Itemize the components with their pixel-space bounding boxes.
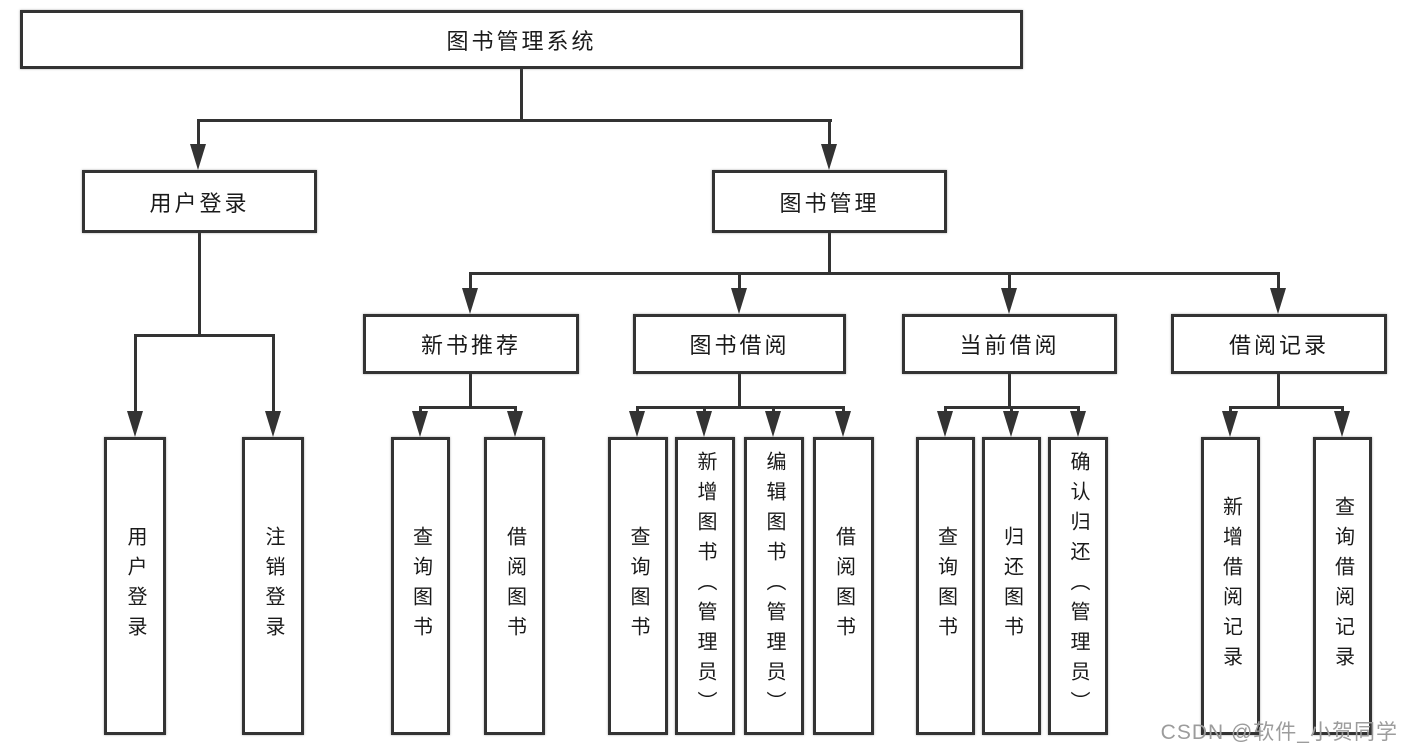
connector-line xyxy=(738,272,741,292)
connector-line xyxy=(419,406,517,409)
connector-line xyxy=(197,119,200,147)
leaf-confirm-return-admin: 确认归还（管理员） xyxy=(1048,437,1108,735)
node-library-management-system: 图书管理系统 xyxy=(20,10,1023,69)
leaf-query-books-borrowing: 查询图书 xyxy=(608,437,668,735)
arrow-down-icon xyxy=(765,411,781,437)
leaf-borrow-books-recommend: 借阅图书 xyxy=(484,437,545,735)
node-label: 编辑图书（管理员） xyxy=(763,451,785,721)
node-label: 借阅图书 xyxy=(832,526,855,646)
leaf-query-books-recommend: 查询图书 xyxy=(391,437,450,735)
arrow-down-icon xyxy=(127,411,143,437)
node-label: 图书管理系统 xyxy=(446,28,597,54)
arrow-down-icon xyxy=(835,411,851,437)
connector-line xyxy=(134,334,137,414)
arrow-down-icon xyxy=(1270,288,1286,314)
node-label: 查询图书 xyxy=(627,526,649,646)
leaf-return-books: 归还图书 xyxy=(982,437,1041,735)
arrow-down-icon xyxy=(1334,411,1350,437)
connector-line xyxy=(198,232,201,337)
leaf-query-borrow-record: 查询借阅记录 xyxy=(1313,437,1372,735)
arrow-down-icon xyxy=(629,411,645,437)
leaf-add-book-admin: 新增图书（管理员） xyxy=(675,437,735,735)
node-label: 注销登录 xyxy=(262,526,284,646)
leaf-add-borrow-record: 新增借阅记录 xyxy=(1201,437,1260,735)
leaf-logout: 注销登录 xyxy=(242,437,304,735)
node-label: 归还图书 xyxy=(1000,526,1023,646)
node-label: 图书借阅 xyxy=(689,333,790,358)
node-label: 用户登录 xyxy=(149,190,250,216)
connector-line xyxy=(828,119,831,147)
arrow-down-icon xyxy=(937,411,953,437)
connector-line xyxy=(828,232,831,275)
connector-line xyxy=(1008,272,1011,292)
node-book-borrowing: 图书借阅 xyxy=(633,314,846,374)
node-new-book-recommend: 新书推荐 xyxy=(363,314,579,374)
node-label: 借阅图书 xyxy=(503,526,526,646)
connector-line xyxy=(134,334,275,337)
arrow-down-icon xyxy=(1003,411,1019,437)
node-label: 确认归还（管理员） xyxy=(1067,451,1089,721)
arrow-down-icon xyxy=(1222,411,1238,437)
connector-line xyxy=(1008,371,1011,409)
connector-line xyxy=(469,272,1280,275)
node-borrowing-records: 借阅记录 xyxy=(1171,314,1387,374)
connector-line xyxy=(1229,406,1343,409)
node-book-management: 图书管理 xyxy=(712,170,947,233)
node-label: 图书管理 xyxy=(779,190,880,216)
arrow-down-icon xyxy=(412,411,428,437)
connector-line xyxy=(469,272,472,292)
node-label: 查询图书 xyxy=(934,526,957,646)
node-label: 新增图书（管理员） xyxy=(694,451,716,721)
arrow-down-icon xyxy=(1070,411,1086,437)
leaf-borrow-books: 借阅图书 xyxy=(813,437,874,735)
arrow-down-icon xyxy=(265,411,281,437)
arrow-down-icon xyxy=(696,411,712,437)
connector-line xyxy=(738,371,741,409)
node-current-borrowing: 当前借阅 xyxy=(902,314,1117,374)
node-label: 借阅记录 xyxy=(1228,333,1329,358)
arrow-down-icon xyxy=(1001,288,1017,314)
connector-line xyxy=(636,406,845,409)
node-label: 新增借阅记录 xyxy=(1219,496,1242,676)
connector-line xyxy=(469,371,472,409)
connector-line xyxy=(272,334,275,414)
node-user-login: 用户登录 xyxy=(82,170,317,233)
node-label: 查询借阅记录 xyxy=(1331,496,1354,676)
arrow-down-icon xyxy=(821,144,837,170)
leaf-query-books-current: 查询图书 xyxy=(916,437,975,735)
arrow-down-icon xyxy=(190,144,206,170)
node-label: 新书推荐 xyxy=(420,333,521,358)
arrow-down-icon xyxy=(507,411,523,437)
node-label: 当前借阅 xyxy=(959,333,1060,358)
connector-line xyxy=(197,119,832,122)
leaf-user-login: 用户登录 xyxy=(104,437,166,735)
node-label: 查询图书 xyxy=(409,526,432,646)
arrow-down-icon xyxy=(731,288,747,314)
arrow-down-icon xyxy=(462,288,478,314)
connector-line xyxy=(1277,371,1280,409)
watermark: CSDN @软件_小贺同学 xyxy=(1160,721,1398,744)
node-label: 用户登录 xyxy=(124,526,146,646)
connector-line xyxy=(1277,272,1280,292)
leaf-edit-book-admin: 编辑图书（管理员） xyxy=(744,437,804,735)
connector-line xyxy=(520,67,523,122)
